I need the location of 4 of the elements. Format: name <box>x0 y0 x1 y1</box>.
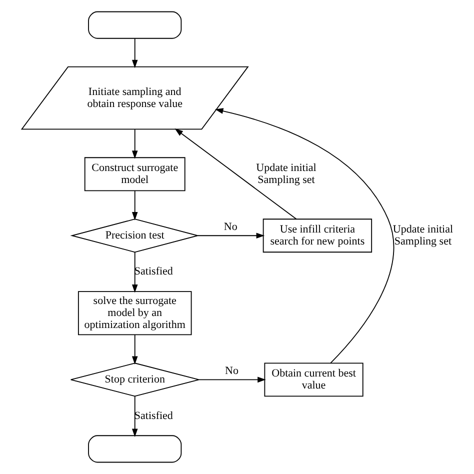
edge-label: Update initial Sampling set <box>256 162 316 186</box>
edge-label: No <box>224 220 238 233</box>
edge-label: Update initial Sampling set <box>392 224 454 248</box>
edge-label: No <box>225 364 238 377</box>
